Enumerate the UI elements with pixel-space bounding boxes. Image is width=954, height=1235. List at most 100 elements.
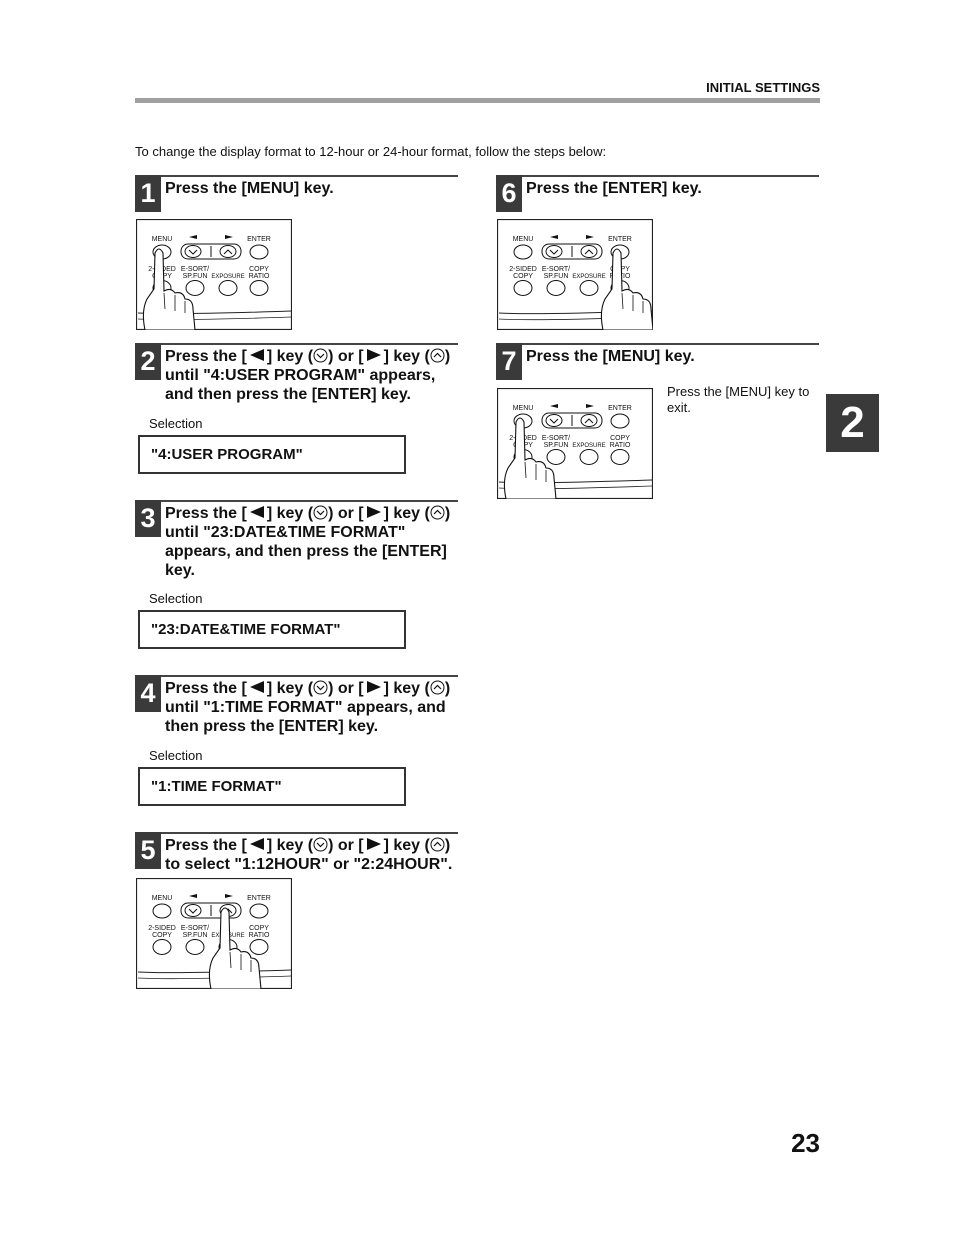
step-rule bbox=[135, 343, 458, 345]
step-line: until "4:USER PROGRAM" appears, bbox=[165, 367, 436, 384]
svg-text:2-SIDED: 2-SIDED bbox=[509, 266, 537, 273]
step-line: Press the [MENU] key. bbox=[165, 180, 334, 197]
right-arrow-key-icon bbox=[364, 505, 384, 519]
svg-text:MENU: MENU bbox=[152, 895, 173, 902]
svg-text:EXPOSURE: EXPOSURE bbox=[211, 274, 244, 280]
svg-text:ENTER: ENTER bbox=[608, 405, 632, 412]
step-instruction: Press the [] key () or [] key () until "… bbox=[165, 504, 450, 580]
pointing-hand-icon bbox=[142, 248, 196, 330]
svg-text:EXPOSURE: EXPOSURE bbox=[572, 274, 605, 280]
step-number: 1 bbox=[135, 175, 161, 212]
svg-text:RATIO: RATIO bbox=[249, 273, 270, 280]
step-number: 4 bbox=[135, 675, 161, 712]
page-number: 23 bbox=[791, 1128, 820, 1158]
step-instruction: Press the [] key () or [] key () until "… bbox=[165, 679, 450, 736]
svg-text:MENU: MENU bbox=[152, 236, 173, 243]
svg-text:SP.FUN: SP.FUN bbox=[544, 442, 569, 449]
selection-label: Selection bbox=[149, 748, 203, 763]
svg-text:EXPOSURE: EXPOSURE bbox=[572, 443, 605, 449]
left-arrow-key-icon bbox=[247, 348, 267, 362]
step-line: until "1:TIME FORMAT" appears, and bbox=[165, 699, 446, 716]
key-instruction-line: Press the [] key () or [] key () bbox=[165, 348, 451, 365]
step-instruction: Press the [] key () or [] key () to sele… bbox=[165, 836, 452, 874]
svg-text:MENU: MENU bbox=[513, 236, 534, 243]
step-line: until "23:DATE&TIME FORMAT" bbox=[165, 524, 406, 541]
svg-text:E-SORT/: E-SORT/ bbox=[542, 435, 570, 442]
display-selection-box: "1:TIME FORMAT" bbox=[138, 767, 406, 806]
step-number: 3 bbox=[135, 500, 161, 537]
left-arrow-key-icon bbox=[247, 505, 267, 519]
up-chevron-circle-icon bbox=[430, 505, 445, 520]
step-line: Press the [MENU] key. bbox=[526, 348, 695, 365]
down-chevron-circle-icon bbox=[313, 505, 328, 520]
right-arrow-key-icon bbox=[364, 680, 384, 694]
up-chevron-circle-icon bbox=[430, 680, 445, 695]
step-instruction: Press the [MENU] key. bbox=[526, 347, 695, 366]
step-rule bbox=[135, 832, 458, 834]
step-number: 7 bbox=[496, 343, 522, 380]
left-arrow-key-icon bbox=[247, 837, 267, 851]
step-line: to select "1:12HOUR" or "2:24HOUR". bbox=[165, 856, 453, 873]
pointing-hand-icon bbox=[600, 248, 653, 330]
svg-text:COPY: COPY bbox=[249, 925, 269, 932]
svg-text:COPY: COPY bbox=[610, 435, 630, 442]
up-chevron-circle-icon bbox=[430, 837, 445, 852]
step-number: 2 bbox=[135, 343, 161, 380]
step-note: Press the [MENU] key to exit. bbox=[667, 384, 810, 415]
svg-text:SP.FUN: SP.FUN bbox=[183, 273, 208, 280]
step-instruction: Press the [ENTER] key. bbox=[526, 179, 702, 198]
step-instruction: Press the [] key () or [] key () until "… bbox=[165, 347, 450, 404]
display-selection-box: "4:USER PROGRAM" bbox=[138, 435, 406, 474]
selection-label: Selection bbox=[149, 416, 203, 431]
step-rule bbox=[135, 500, 458, 502]
header-rule bbox=[135, 98, 820, 103]
svg-text:SP.FUN: SP.FUN bbox=[183, 932, 208, 939]
chapter-tab: 2 bbox=[826, 394, 879, 452]
step-line: key. bbox=[165, 562, 195, 579]
control-panel-illustration: MENUENTER2-SIDEDCOPYE-SORT/SP.FUNEXPOSUR… bbox=[136, 219, 292, 330]
svg-text:2-SIDED: 2-SIDED bbox=[148, 925, 176, 932]
up-chevron-circle-icon bbox=[430, 348, 445, 363]
control-panel-illustration: MENUENTER2-SIDEDCOPYE-SORT/SP.FUNEXPOSUR… bbox=[136, 878, 292, 989]
pointing-hand-icon bbox=[208, 907, 262, 989]
svg-text:COPY: COPY bbox=[513, 273, 533, 280]
step-line: appears, and then press the [ENTER] bbox=[165, 543, 447, 560]
down-chevron-circle-icon bbox=[313, 348, 328, 363]
svg-text:ENTER: ENTER bbox=[247, 895, 271, 902]
step-line: then press the [ENTER] key. bbox=[165, 718, 379, 735]
svg-text:RATIO: RATIO bbox=[249, 932, 270, 939]
step-rule bbox=[135, 175, 458, 177]
svg-text:COPY: COPY bbox=[152, 932, 172, 939]
step-number: 6 bbox=[496, 175, 522, 212]
svg-text:E-SORT/: E-SORT/ bbox=[181, 266, 209, 273]
selection-label: Selection bbox=[149, 591, 203, 606]
step-number: 5 bbox=[135, 832, 161, 869]
section-header: INITIAL SETTINGS bbox=[706, 80, 820, 95]
key-instruction-line: Press the [] key () or [] key () bbox=[165, 505, 451, 522]
step-rule bbox=[496, 343, 819, 345]
svg-text:E-SORT/: E-SORT/ bbox=[542, 266, 570, 273]
step-instruction: Press the [MENU] key. bbox=[165, 179, 334, 198]
svg-text:ENTER: ENTER bbox=[608, 236, 632, 243]
control-panel-illustration: MENUENTER2-SIDEDCOPYE-SORT/SP.FUNEXPOSUR… bbox=[497, 388, 653, 499]
svg-text:MENU: MENU bbox=[513, 405, 534, 412]
key-instruction-line: Press the [] key () or [] key () bbox=[165, 837, 451, 854]
pointing-hand-icon bbox=[503, 417, 557, 499]
svg-text:SP.FUN: SP.FUN bbox=[544, 273, 569, 280]
step-rule bbox=[135, 675, 458, 677]
right-arrow-key-icon bbox=[364, 348, 384, 362]
svg-text:ENTER: ENTER bbox=[247, 236, 271, 243]
step-line: and then press the [ENTER] key. bbox=[165, 386, 411, 403]
svg-text:E-SORT/: E-SORT/ bbox=[181, 925, 209, 932]
down-chevron-circle-icon bbox=[313, 837, 328, 852]
step-line: Press the [ENTER] key. bbox=[526, 180, 702, 197]
down-chevron-circle-icon bbox=[313, 680, 328, 695]
svg-text:COPY: COPY bbox=[249, 266, 269, 273]
svg-text:RATIO: RATIO bbox=[610, 442, 631, 449]
intro-text: To change the display format to 12-hour … bbox=[135, 144, 607, 159]
left-arrow-key-icon bbox=[247, 680, 267, 694]
right-arrow-key-icon bbox=[364, 837, 384, 851]
key-instruction-line: Press the [] key () or [] key () bbox=[165, 680, 451, 697]
step-rule bbox=[496, 175, 819, 177]
